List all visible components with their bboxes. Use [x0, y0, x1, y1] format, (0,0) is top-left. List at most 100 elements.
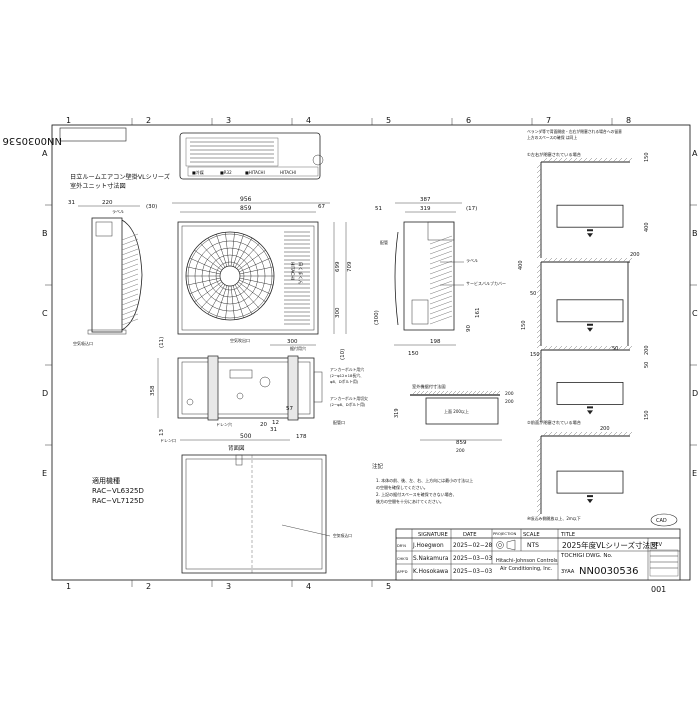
dim-text: 57	[286, 406, 293, 412]
col-label: 1	[66, 116, 71, 125]
label-text: 配管口	[333, 419, 345, 425]
row-label: C	[42, 309, 48, 318]
note-line: 後方の空間を十分にあけてください。	[376, 498, 444, 504]
dim-text: 51	[375, 206, 382, 212]
rear-title: 背面図	[228, 444, 245, 452]
col-label: 4	[306, 582, 311, 591]
dim-text: 387	[420, 197, 431, 203]
col-label: 2	[146, 116, 151, 125]
dim-text: 859	[240, 205, 252, 212]
top-label: ■R32	[220, 170, 232, 175]
dim-text: 31	[68, 200, 75, 206]
dim-text: 161	[475, 308, 481, 319]
grid-ticks	[45, 118, 697, 587]
dim-text: (30)	[146, 204, 157, 210]
sheet-inner-border	[51, 124, 691, 581]
label-text: φ8、Dボルト用)	[330, 379, 359, 384]
dim-text: 13	[159, 429, 165, 436]
dim-text: 20	[260, 422, 267, 428]
dim-text: (11)	[159, 337, 165, 348]
label-text: アンカーボルト用切欠	[330, 396, 368, 401]
stamp-text: NN0030536	[3, 135, 63, 146]
row-label: E	[42, 469, 47, 478]
tb-header: TITLE	[560, 532, 575, 538]
dim-text: 300	[287, 339, 298, 345]
case-dim-text: 200	[600, 426, 610, 432]
label-text: 配管	[380, 239, 388, 245]
case-dim-text: 150	[521, 320, 527, 330]
sheet-number-stamp: NN0030536	[3, 127, 127, 146]
col-label: 8	[626, 116, 631, 125]
tb-dwg-label: TOCHIGI DWG. No.	[560, 553, 613, 559]
label-text: ドレン口	[160, 438, 176, 443]
row-label: D	[42, 389, 48, 398]
label-text: 据付用穴	[290, 345, 306, 351]
left-side-view: 31 220 ラベル 空気吸込口	[68, 200, 143, 346]
top-label: HITACHI	[280, 170, 296, 175]
col-label: 3	[226, 582, 231, 591]
page-number: 001	[651, 585, 666, 594]
dim-text: 500	[240, 433, 252, 440]
dim-text: 200	[456, 448, 465, 454]
install-title: 室外機据付寸法図	[412, 383, 446, 390]
top-view: ■冷媒 ■R32 ■HITACHI HITACHI	[179, 132, 324, 180]
case-dim-text: 50	[530, 291, 536, 297]
case-dim-text: 50	[644, 362, 650, 368]
case-dim-text: 150	[644, 152, 650, 162]
model-name: RAC−VL6325D	[92, 487, 144, 495]
label-text: 空気吹出口	[230, 337, 250, 343]
dim-text: 956	[240, 196, 252, 203]
label-text: アンカーボルト用穴	[330, 367, 364, 372]
dim-text: 198	[430, 339, 441, 345]
front-view: (30) 956 859 67 HITACHI 白くまくん 699 709 30…	[146, 196, 353, 360]
label-text: 上面 200以上	[444, 408, 469, 414]
projection-symbol-icon	[496, 539, 516, 551]
top-label: ■冷媒	[192, 169, 204, 175]
dim-text: 220	[102, 200, 113, 206]
label-text: サービスバルブカバー	[466, 280, 506, 286]
col-label: 4	[306, 116, 311, 125]
dim-text: 709	[347, 261, 353, 272]
column-labels-bottom: 1 2 3 4 5	[66, 582, 391, 591]
tb-prefix: 3YAA	[561, 569, 575, 575]
label-text: 空気吸込口	[333, 533, 352, 538]
tb-drawing-no: NN0030536	[579, 566, 639, 577]
row-label: E	[692, 469, 697, 478]
dim-text: 859	[456, 440, 467, 446]
row-label: A	[692, 149, 698, 158]
row-label: C	[692, 309, 698, 318]
right-side-view: 387 51 319 (17) 配管 ラベル サービスバルブカバー (300) …	[374, 197, 506, 357]
label-text: ドレン穴	[216, 421, 232, 427]
notes: 注記 1. 本体の前、後、左、右、上方向には最小の寸法以上 の空間を確保してくだ…	[372, 462, 473, 504]
label-text: ラベル	[466, 257, 478, 263]
footnote: ※吸込み側開放以上、2m以下	[527, 515, 581, 521]
dim-text: 178	[296, 434, 307, 440]
note-line: の空間を確保してください。	[376, 484, 428, 490]
install-space-diagram: 室外機据付寸法図 上面 200以上 319 859 200 200 200	[394, 383, 514, 454]
tb-date: 2025−02−28	[453, 543, 493, 549]
case-title: ②前面が閉塞されている場合	[527, 419, 582, 426]
dim-text: 358	[150, 385, 156, 396]
note-line: 2. 上記の据付スペースを確保できない場合、	[376, 491, 457, 497]
tb-drawing-title: 2025年度VLシリーズ寸法図	[562, 540, 658, 550]
tb-date: 2025−03−03	[453, 556, 493, 562]
header-line2: 室外ユニット寸法図	[70, 182, 126, 190]
dim-text: 200	[505, 391, 514, 397]
label-text: (2−φ8、Dボルト用)	[330, 402, 366, 407]
dim-text: 31	[270, 427, 277, 433]
notes-title: 注記	[372, 462, 384, 470]
tb-role: CHK'D	[397, 557, 409, 561]
intro-line: ベランダ等で背面開放・左右が閉塞される場合への留意	[527, 129, 622, 134]
dim-text: 12	[272, 420, 279, 426]
installation-cases-panel: ベランダ等で背面開放・左右が閉塞される場合への留意 上方のスペースの確保 は同上…	[518, 129, 650, 521]
col-label: 5	[386, 116, 391, 125]
tb-header: DATE	[463, 532, 477, 538]
col-label: 5	[386, 582, 391, 591]
column-labels-top: 1 2 3 4 5 6 7 8	[66, 116, 631, 125]
dim-text: 699	[335, 261, 341, 272]
case-dim-text: 50	[612, 346, 618, 352]
case-dim-text: 200	[644, 345, 650, 355]
bottom-view: 358 13 アンカーボルト用穴 (2−φ12×18長穴、 φ8、Dボルト用) …	[150, 345, 368, 443]
dim-text: 90	[466, 325, 472, 332]
label-text: (2−φ12×18長穴、	[330, 373, 364, 378]
